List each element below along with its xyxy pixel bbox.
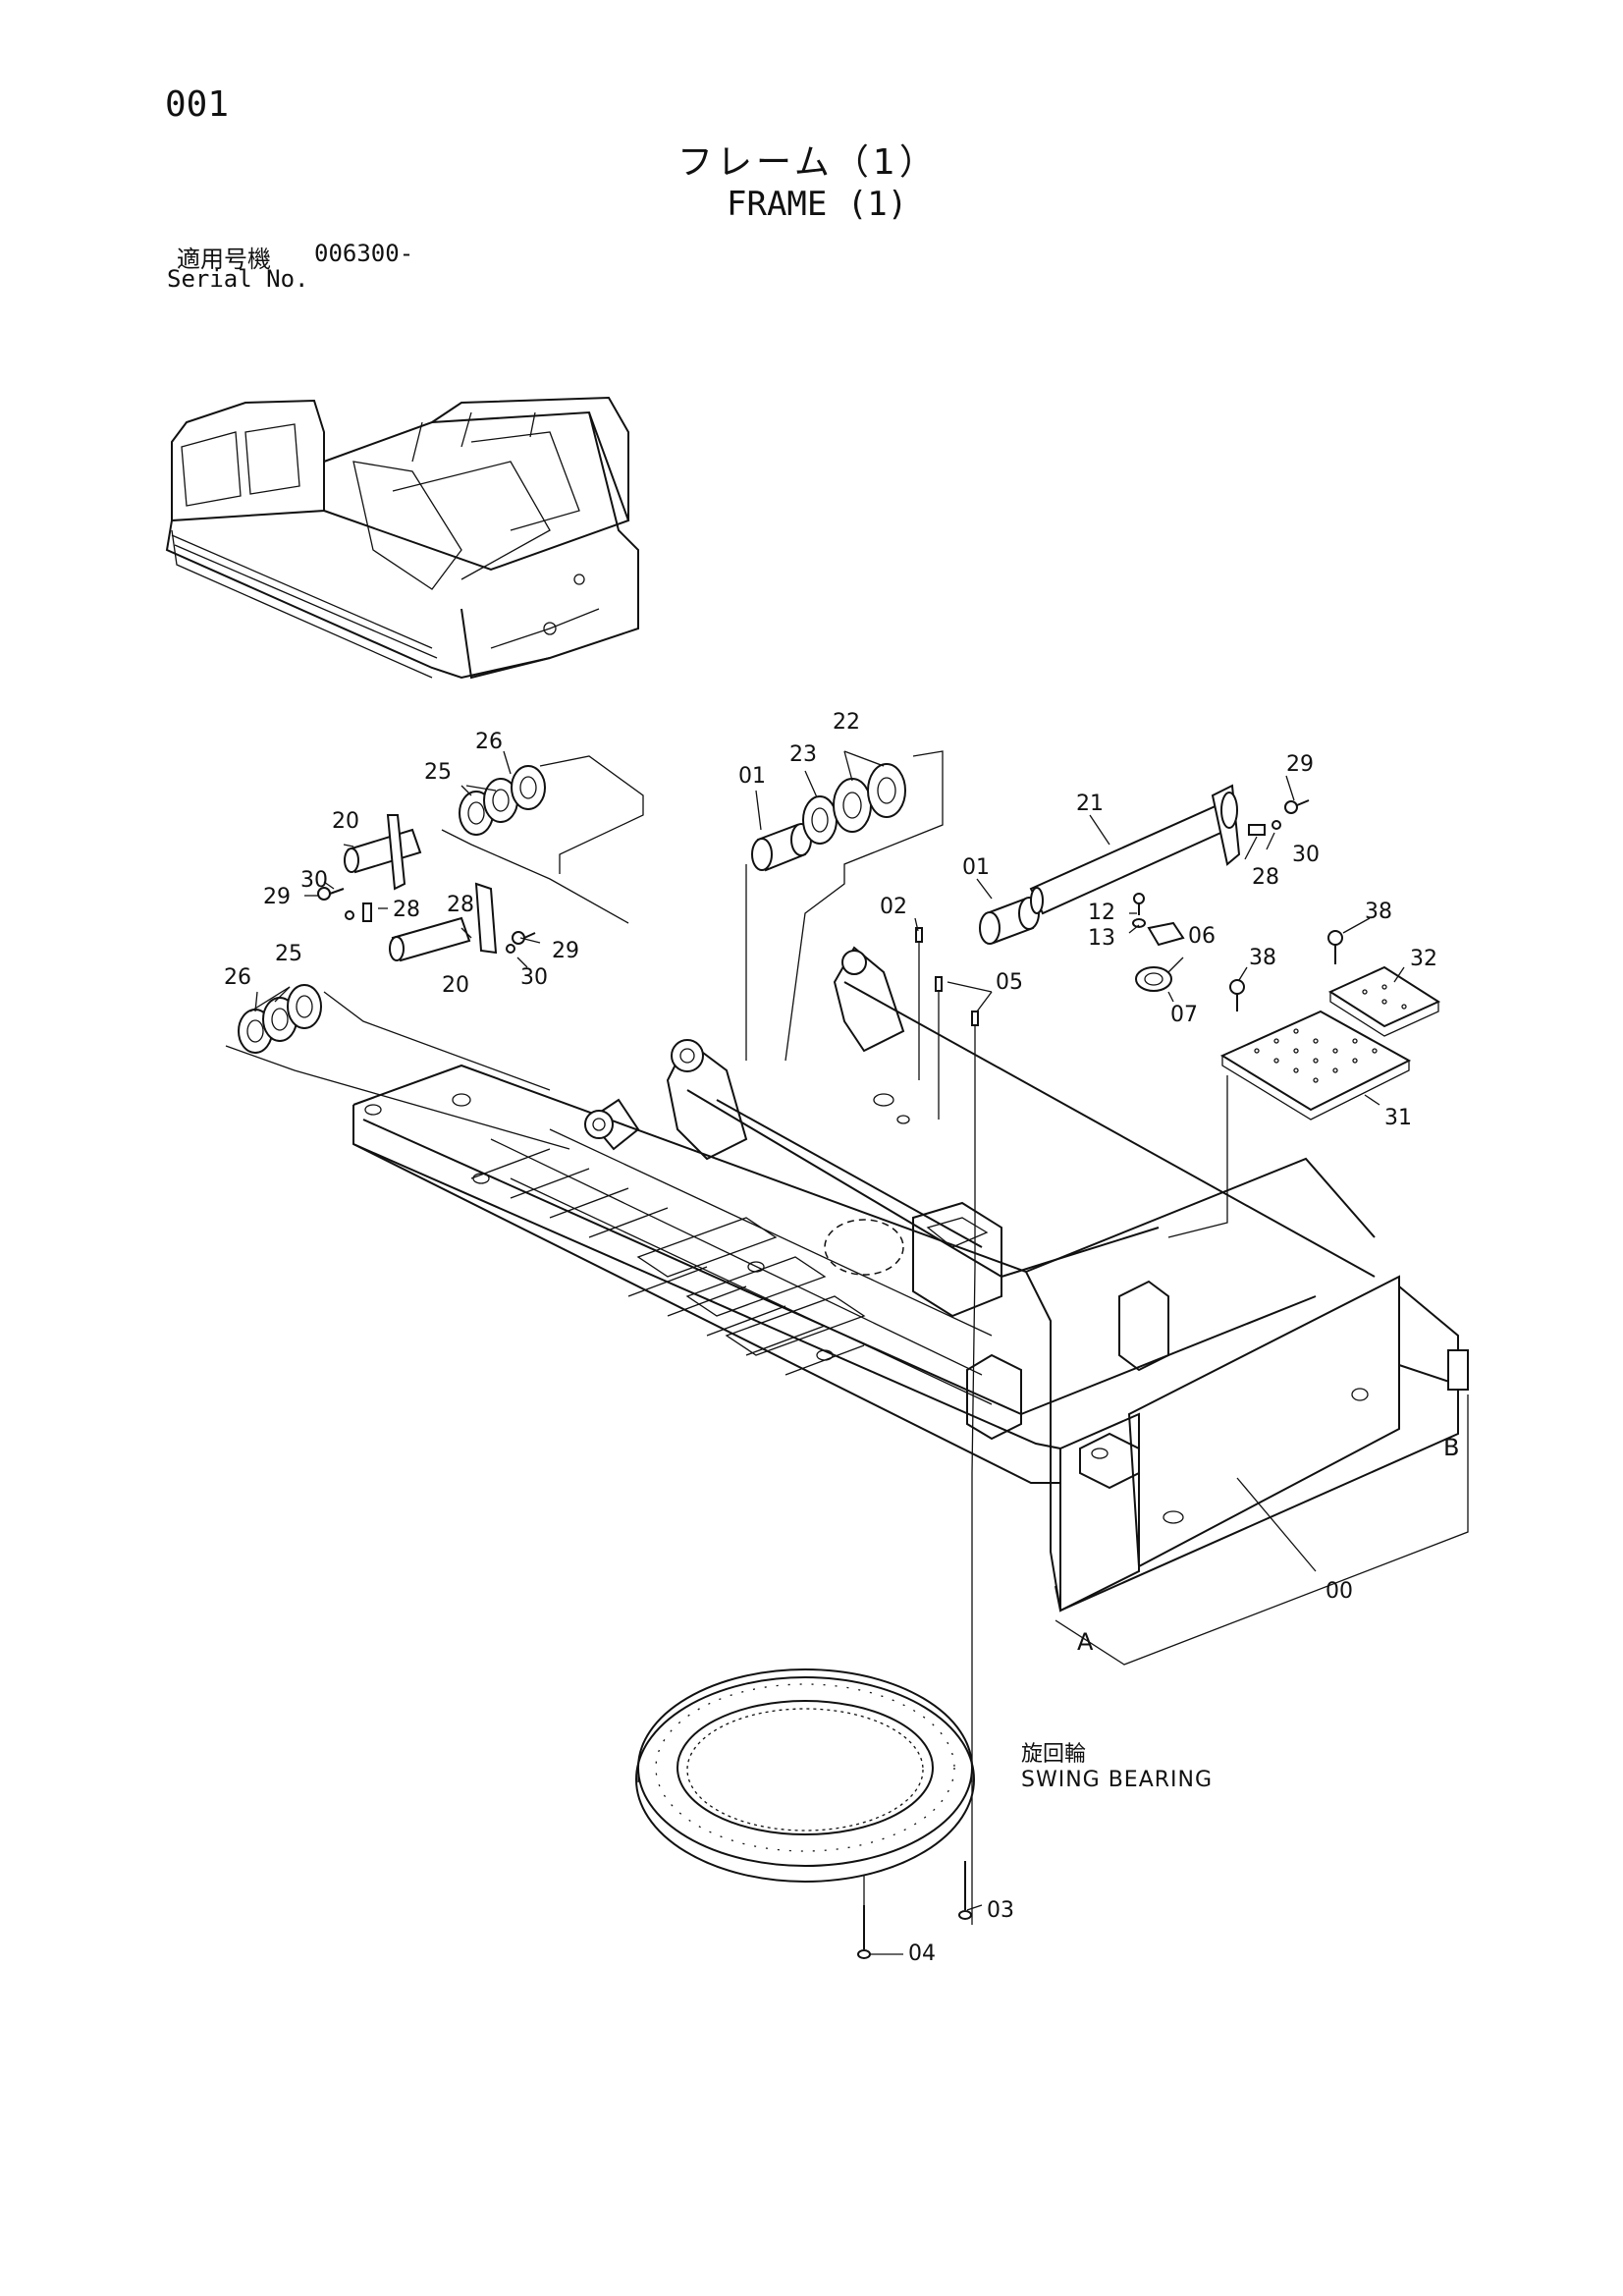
callout-25-b: 25 [275,942,302,966]
page-title-english: FRAME (1) [727,185,908,224]
callout-23: 23 [789,742,817,767]
callout-28: 28 [393,898,420,922]
callout-05: 05 [996,970,1023,995]
callout-38-b: 38 [1365,900,1392,924]
leader-lines [249,750,1405,1955]
callout-04: 04 [908,1941,936,1966]
leader-00 [1236,1477,1317,1572]
excavator-overview-icon [165,396,639,680]
swing-bearing-label-japanese: 旋回輪 [1021,1742,1087,1767]
callout-30-c: 30 [1292,843,1320,867]
callout-01-b: 01 [962,855,990,880]
boom-pin-icon [1029,784,1241,915]
callout-29-b: 29 [552,939,579,963]
serial-label-english: Serial No. [167,265,309,293]
callout-29: 29 [263,885,291,909]
callout-20-b: 20 [442,973,469,998]
plate-holes [1254,984,1407,1083]
callout-01: 01 [738,764,766,789]
callout-07: 07 [1170,1003,1198,1027]
swing-bearing-ring-illustration [635,1668,975,1883]
callout-12: 12 [1088,901,1115,925]
section-mark-b: B [1443,1434,1459,1461]
callout-22: 22 [833,710,860,735]
callout-38: 38 [1249,946,1276,970]
swing-bearing-bolts [857,1861,972,1959]
upper-washers-group [441,755,644,924]
callout-06: 06 [1188,924,1216,949]
arm-pin-icons [344,814,498,962]
callout-25: 25 [424,760,452,785]
cover-plates-group [1167,930,1441,1238]
section-mark-a: A [1077,1628,1094,1656]
callout-21: 21 [1076,792,1104,816]
callout-28-b: 28 [447,893,474,917]
callout-26: 26 [475,730,503,754]
upper-frame-illustration [352,946,1469,1613]
callout-31: 31 [1384,1106,1412,1130]
callout-03: 03 [987,1898,1014,1923]
fasteners-group [317,799,1310,1925]
callout-00: 00 [1325,1579,1353,1604]
callout-28-c: 28 [1252,865,1279,890]
lower-washers-group [225,984,570,1150]
section-line [1055,1394,1469,1666]
callout-30: 30 [300,868,328,893]
callout-30-b: 30 [520,965,548,990]
swing-bearing-label-english: SWING BEARING [1021,1768,1214,1792]
serial-number-value: 006300- [314,240,414,267]
callout-20: 20 [332,809,359,834]
callout-26-b: 26 [224,965,251,990]
serial-label-japanese: 適用号機 [177,246,271,273]
part-callouts: 26 25 20 30 29 28 28 29 30 20 25 26 01 2… [224,710,1459,1966]
boom-bushings-group [745,750,1040,1062]
callout-02: 02 [880,895,907,919]
page-title-japanese: フレーム（1） [677,142,939,183]
page-number: 001 [165,84,230,125]
callout-29-c: 29 [1286,752,1314,777]
callout-13: 13 [1088,926,1115,951]
callout-32: 32 [1410,947,1437,971]
